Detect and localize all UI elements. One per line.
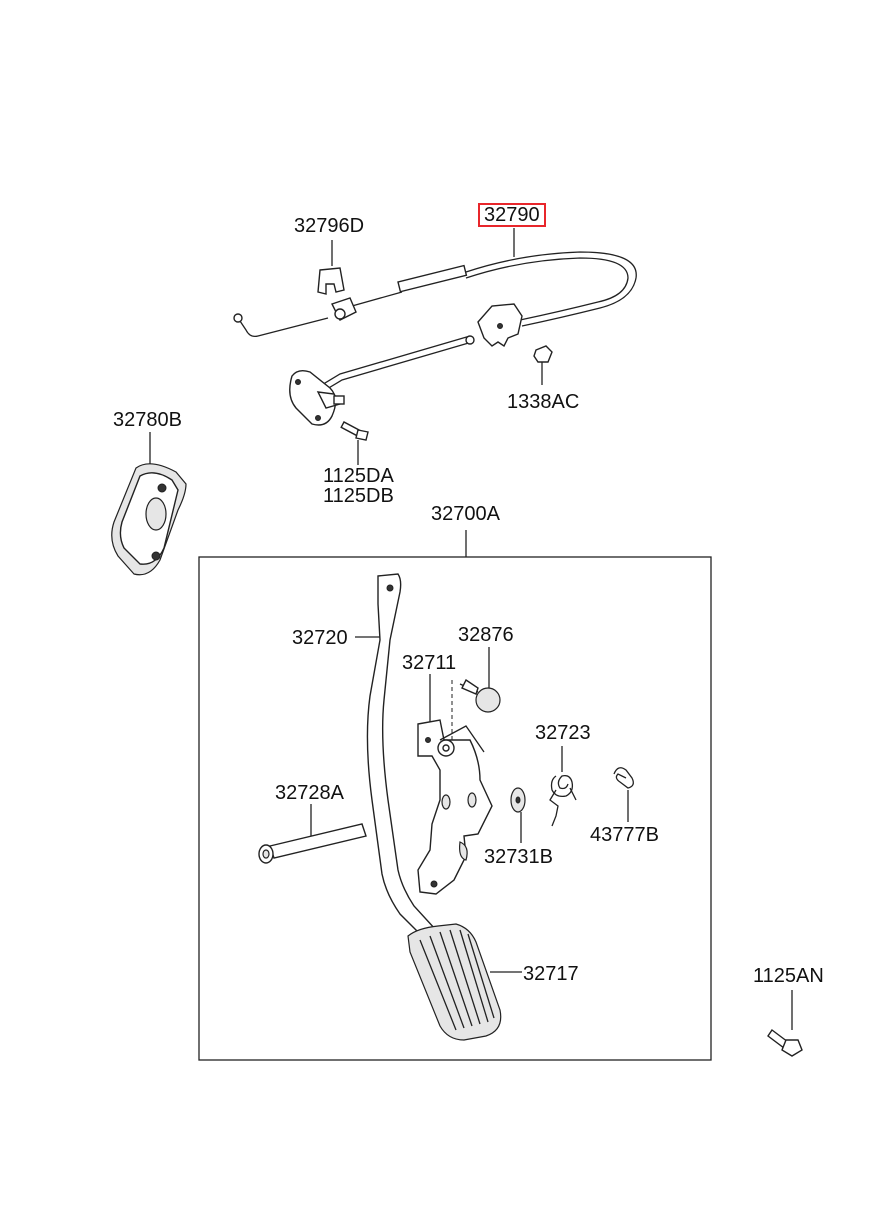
callout-43777B[interactable]: 43777B — [590, 824, 659, 846]
pedal-32717[interactable] — [407, 923, 522, 1041]
bracket-32711[interactable] — [417, 674, 493, 895]
stopper-32876[interactable] — [451, 647, 501, 740]
callout-1125AN[interactable]: 1125AN — [753, 965, 824, 987]
callout-32731B[interactable]: 32731B — [484, 846, 553, 868]
assembly-frame-32700A — [198, 556, 712, 1061]
spring-32723[interactable] — [549, 746, 577, 827]
callout-32780B[interactable]: 32780B — [113, 409, 182, 431]
callout-1125DA[interactable]: 1125DA — [323, 465, 394, 487]
clip-43777B[interactable] — [613, 767, 634, 822]
callout-32790[interactable]: 32790 — [478, 203, 546, 227]
callout-32876[interactable]: 32876 — [458, 624, 514, 646]
callout-32723[interactable]: 32723 — [535, 722, 591, 744]
accelerator-cable-32790[interactable] — [233, 228, 637, 426]
bolt-1125DA[interactable] — [340, 421, 369, 465]
pedal-arm-32720[interactable] — [355, 573, 438, 939]
callout-32728A[interactable]: 32728A — [275, 782, 344, 804]
callout-32711[interactable]: 32711 — [402, 652, 457, 674]
callout-1338AC[interactable]: 1338AC — [507, 391, 580, 413]
washer-32731B[interactable] — [510, 787, 526, 843]
callout-32700A[interactable]: 32700A — [431, 503, 500, 525]
callout-32796D[interactable]: 32796D — [294, 215, 365, 237]
clip-32796D[interactable] — [317, 240, 345, 295]
callout-32720[interactable]: 32720 — [292, 627, 348, 649]
nut-1338AC[interactable] — [533, 345, 553, 385]
callout-1125DB[interactable]: 1125DB — [323, 485, 394, 507]
bolt-1125AN[interactable] — [767, 990, 803, 1057]
callout-32717[interactable]: 32717 — [523, 963, 579, 985]
pin-32728A[interactable] — [258, 804, 367, 864]
pedal-pad-32780B[interactable] — [111, 432, 187, 576]
